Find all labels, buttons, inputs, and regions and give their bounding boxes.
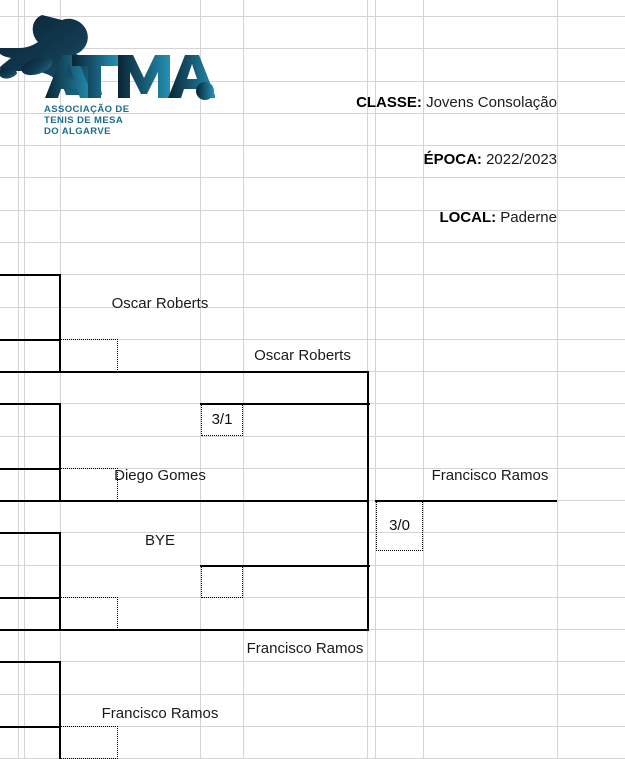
header-value-local: Paderne bbox=[500, 209, 557, 226]
header-field-epoca: ÉPOCA: 2022/2023 bbox=[424, 151, 557, 168]
header-field-local: LOCAL: Paderne bbox=[439, 209, 557, 226]
r2-m1-winner: Oscar Roberts bbox=[254, 347, 351, 364]
gridline-row-13 bbox=[0, 436, 625, 437]
final-score-box[interactable]: 3/0 bbox=[376, 500, 423, 551]
r1-m3-score-box[interactable] bbox=[60, 597, 118, 630]
gridline-col-2 bbox=[60, 0, 61, 759]
r1-m4-winner: Francisco Ramos bbox=[101, 705, 219, 722]
gridline-row-16 bbox=[0, 532, 625, 533]
final-vertical bbox=[367, 500, 369, 630]
final-winner-line bbox=[375, 500, 557, 502]
gridline-row-1 bbox=[0, 48, 625, 49]
header-label-classe: CLASSE: bbox=[356, 94, 422, 111]
gridline-row-20 bbox=[0, 661, 625, 662]
header-field-classe: CLASSE: Jovens Consolação bbox=[356, 94, 557, 111]
gridline-row-8 bbox=[0, 274, 625, 275]
gridline-col-0 bbox=[18, 0, 19, 759]
r1-m1-top-line bbox=[0, 274, 61, 276]
r2-m1-top-line bbox=[59, 371, 369, 373]
r1-m2-winner: Diego Gomes bbox=[114, 467, 206, 484]
r2-m2-score-line bbox=[200, 565, 370, 567]
atma-wordmark bbox=[45, 55, 215, 100]
r1-m2-top-line bbox=[0, 403, 61, 405]
r1-m4-mid-line bbox=[0, 726, 61, 728]
gridline-col-8 bbox=[557, 0, 558, 759]
gridline-col-4 bbox=[243, 0, 244, 759]
r1-m1-mid-line bbox=[0, 339, 61, 341]
header-label-epoca: ÉPOCA: bbox=[423, 151, 482, 168]
org-line-2: TENIS DE MESA bbox=[44, 115, 123, 126]
gridline-row-22 bbox=[0, 726, 625, 727]
gridline-row-5 bbox=[0, 177, 625, 178]
r1-m2-bottom-line bbox=[0, 500, 61, 502]
gridline-col-7 bbox=[423, 0, 424, 759]
r1-m3-top-line bbox=[0, 532, 61, 534]
gridline-row-2 bbox=[0, 81, 625, 82]
r1-m1-score-box[interactable] bbox=[60, 339, 118, 372]
atma-logo: ASSOCIAÇÃO DE TENIS DE MESA DO ALGARVE bbox=[0, 8, 215, 136]
gridline-row-3 bbox=[0, 113, 625, 114]
org-line-1: ASSOCIAÇÃO DE bbox=[44, 104, 129, 115]
r1-m3-winner: BYE bbox=[144, 532, 175, 549]
r1-m1-vertical bbox=[59, 274, 61, 372]
gridline-row-14 bbox=[0, 468, 625, 469]
r1-m2-mid-line bbox=[0, 468, 61, 470]
gridline-row-7 bbox=[0, 242, 625, 243]
r2-m2-bottom-line bbox=[59, 629, 369, 631]
r1-m2-vertical bbox=[59, 403, 61, 501]
r1-m4-top-line bbox=[0, 661, 61, 663]
gridline-col-1 bbox=[24, 0, 25, 759]
r2-m1-vertical bbox=[367, 371, 369, 501]
r1-m1-bottom-line bbox=[0, 371, 61, 373]
gridline-col-3 bbox=[200, 0, 201, 759]
r2-m2-score-box[interactable] bbox=[201, 565, 243, 598]
r2-m1-score-line bbox=[200, 403, 370, 405]
gridline-row-6 bbox=[0, 210, 625, 211]
org-line-3: DO ALGARVE bbox=[44, 126, 111, 136]
r1-m4-vertical bbox=[59, 661, 61, 759]
gridline-row-4 bbox=[0, 145, 625, 146]
r2-m1-bottom-line bbox=[59, 500, 369, 502]
final-winner: Francisco Ramos bbox=[431, 467, 549, 484]
gridline-row-0 bbox=[0, 16, 625, 17]
r2-m2-winner: Francisco Ramos bbox=[246, 640, 364, 657]
r1-m3-mid-line bbox=[0, 597, 61, 599]
header-value-epoca: 2022/2023 bbox=[486, 151, 557, 168]
gridline-row-10 bbox=[0, 339, 625, 340]
header-label-local: LOCAL: bbox=[439, 209, 497, 226]
r1-m3-vertical bbox=[59, 532, 61, 630]
r2-m1-score-box[interactable]: 3/1 bbox=[201, 403, 243, 436]
gridline-col-6 bbox=[375, 0, 376, 759]
gridline-row-18 bbox=[0, 597, 625, 598]
r1-m3-bottom-line bbox=[0, 629, 61, 631]
r1-m1-winner: Oscar Roberts bbox=[111, 295, 209, 312]
header-value-classe: Jovens Consolação bbox=[426, 94, 557, 111]
gridline-row-21 bbox=[0, 694, 625, 695]
gridline-row-9 bbox=[0, 307, 625, 308]
r1-m4-score-box[interactable] bbox=[60, 726, 118, 759]
